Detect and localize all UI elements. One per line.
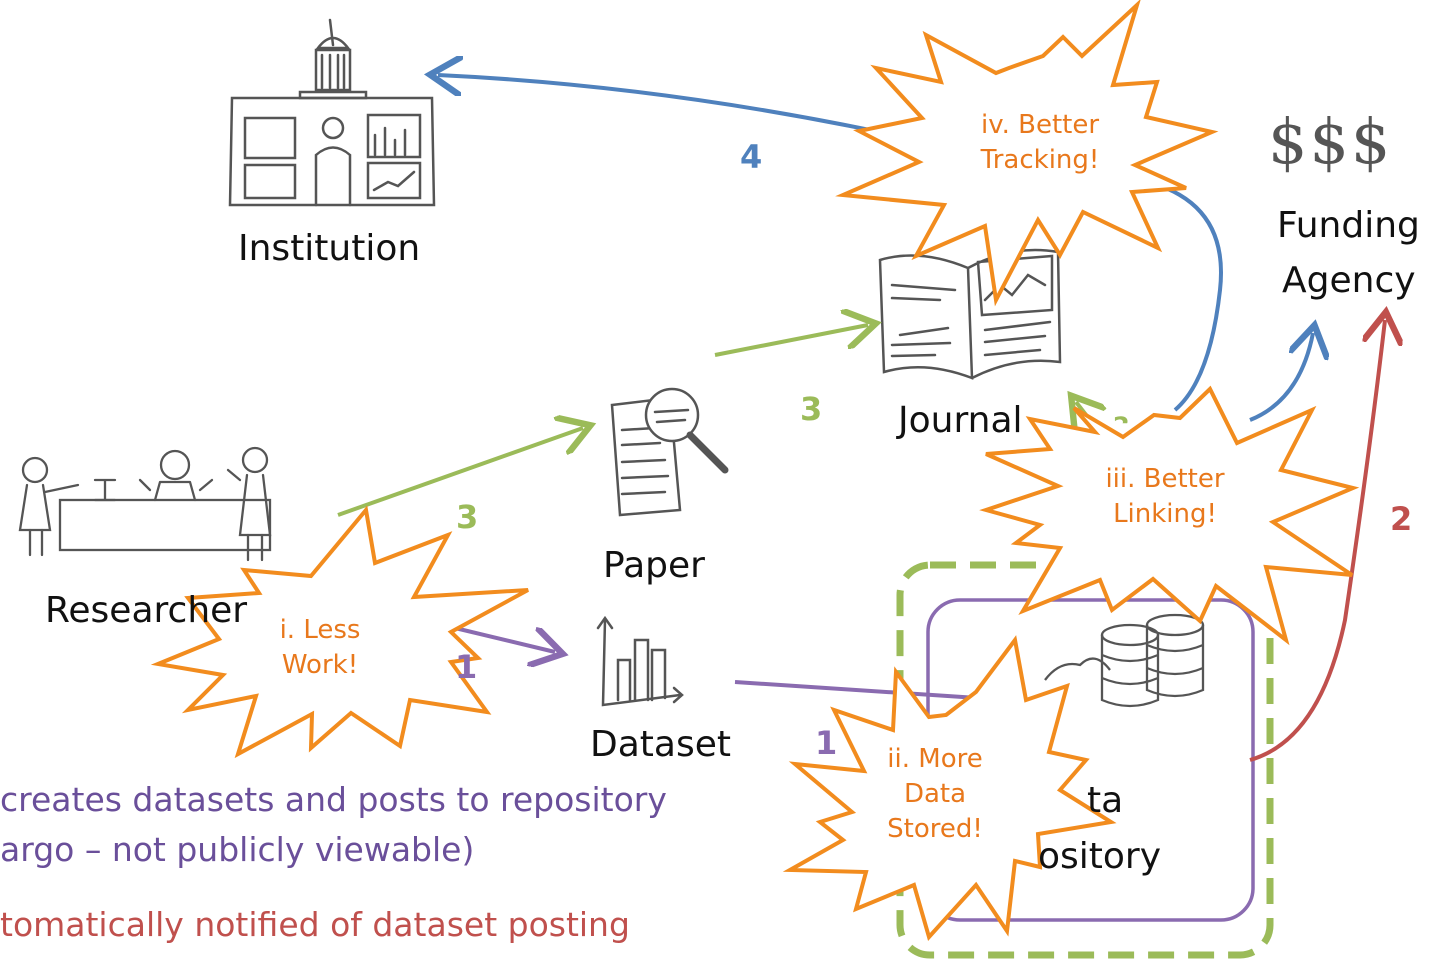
- arrow-tracking-to-institution: [438, 75, 871, 132]
- institution-label: Institution: [238, 228, 421, 269]
- burst-linking: [979, 385, 1360, 646]
- arrow-tracking-curve: [1139, 178, 1223, 412]
- dataset-icon: [596, 615, 684, 707]
- step-2-funding: 2: [1390, 500, 1413, 538]
- burst-less-work: [150, 505, 529, 759]
- dollar-signs: $$$: [1268, 105, 1393, 178]
- dataset-label: Dataset: [590, 724, 731, 765]
- burst-more-data: [782, 635, 1117, 942]
- caption-line-3: tomatically notified of dataset posting: [0, 905, 630, 944]
- arrow-dataset-to-repository: [734, 682, 1008, 700]
- repository-label-line1: ta: [1087, 780, 1124, 821]
- repository-label-line2: ository: [1038, 836, 1162, 877]
- step-2-journal: 2: [1113, 412, 1130, 440]
- arrow-researcher-to-dataset: [454, 626, 555, 652]
- step-3-paper: 3: [456, 498, 479, 536]
- database-icon: [1044, 613, 1205, 708]
- researcher-label: Researcher: [45, 590, 248, 631]
- step-3-journal: 3: [800, 390, 823, 428]
- arrow-to-funding-blue: [1249, 333, 1313, 422]
- arrow-researcher-to-paper: [337, 428, 583, 517]
- researchers-icon: [18, 446, 272, 562]
- caption-line-1: creates datasets and posts to repository: [0, 780, 667, 819]
- agency-label: Agency: [1282, 260, 1416, 301]
- journal-icon: [878, 248, 1062, 380]
- paper-label: Paper: [603, 545, 705, 586]
- step-1-researcher: 1: [455, 648, 478, 686]
- arrow-paper-to-journal: [714, 325, 868, 357]
- burst-tracking: [835, 0, 1219, 307]
- arrow-repository-to-funding: [1249, 320, 1385, 762]
- step-4: 4: [740, 138, 763, 176]
- caption-line-2: argo – not publicly viewable): [0, 830, 475, 869]
- step-1-dataset: 1: [815, 724, 838, 762]
- journal-label: Journal: [898, 400, 1023, 441]
- funding-label: Funding: [1277, 205, 1420, 246]
- institution-icon: [228, 18, 436, 207]
- paper-icon: [610, 387, 729, 517]
